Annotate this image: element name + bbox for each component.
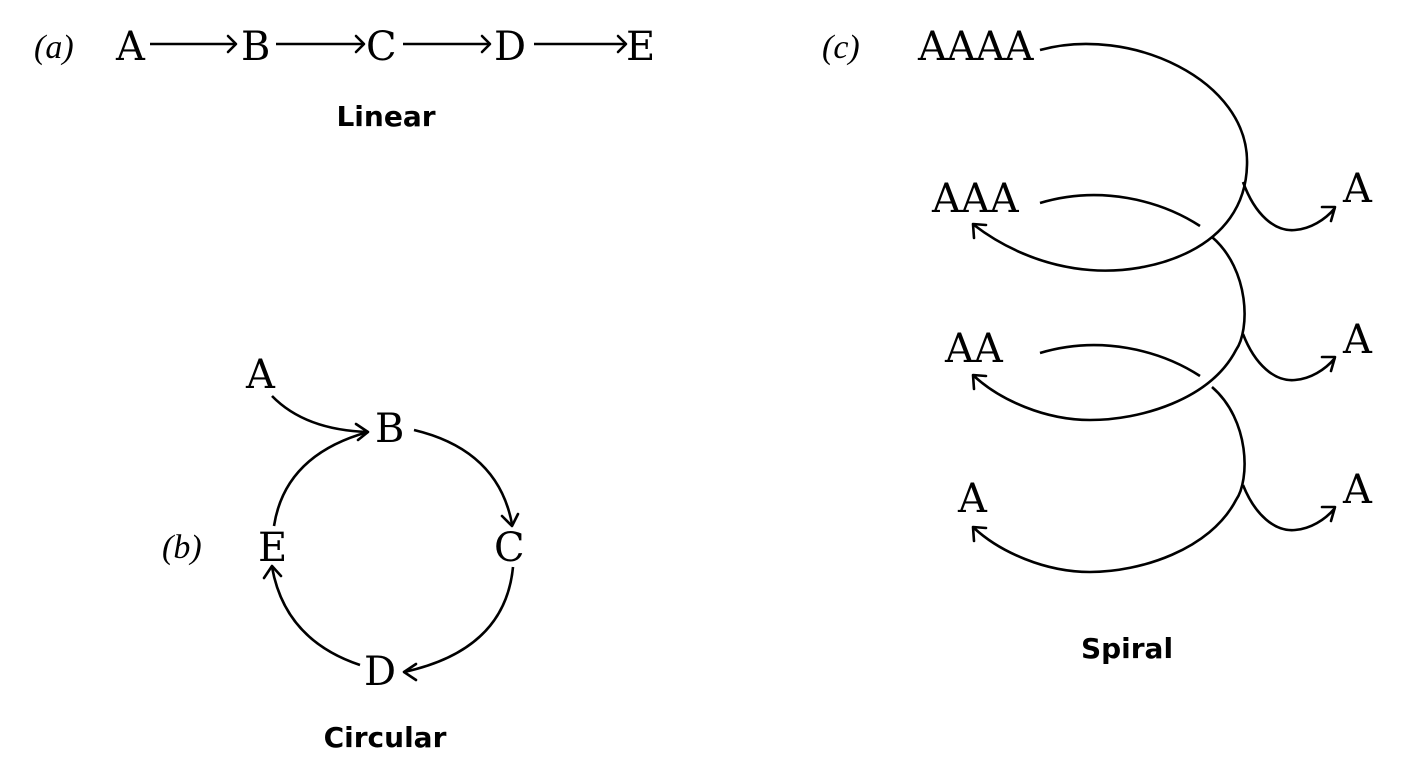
panel-c-spiral: (c) AAAA AAA AA A A A A xyxy=(822,24,1373,665)
circular-arrow-d-e xyxy=(262,564,361,667)
spiral-right-node-1: A xyxy=(1342,166,1373,212)
panel-c-caption: Spiral xyxy=(1081,632,1173,665)
panel-a-linear: (a) A B C D E Linear xyxy=(34,24,655,133)
circular-arrow-b-c xyxy=(413,428,520,528)
spiral-right-node-2: A xyxy=(1342,317,1373,363)
linear-node-a: A xyxy=(115,24,146,70)
circular-node-d: D xyxy=(364,649,396,695)
spiral-loop-3 xyxy=(971,343,1246,574)
linear-arrow-a-b xyxy=(150,34,238,54)
panel-b-circular: (b) A B C D E Circular xyxy=(162,352,525,754)
spiral-loop-1 xyxy=(971,42,1249,272)
spiral-branch-1 xyxy=(1241,181,1337,232)
circular-arrow-e-b xyxy=(272,430,369,527)
linear-arrow-d-e xyxy=(534,34,628,54)
spiral-node-a: A xyxy=(957,476,988,522)
circular-arrow-c-d xyxy=(402,566,515,682)
spiral-right-node-3: A xyxy=(1342,467,1373,513)
linear-arrow-b-c xyxy=(276,34,366,54)
spiral-loop-2 xyxy=(971,193,1246,422)
circular-node-b: B xyxy=(375,406,404,452)
panel-c-label: (c) xyxy=(822,29,860,66)
linear-node-b: B xyxy=(241,24,270,70)
spiral-branch-2 xyxy=(1241,333,1337,382)
panel-b-caption: Circular xyxy=(324,721,447,754)
linear-node-e: E xyxy=(626,24,655,70)
linear-node-c: C xyxy=(366,24,397,70)
circular-node-c: C xyxy=(494,525,525,571)
spiral-node-aaa: AAA xyxy=(931,176,1020,222)
panel-b-label: (b) xyxy=(162,529,202,566)
linear-arrow-c-d xyxy=(403,34,492,54)
circular-node-e: E xyxy=(258,525,287,571)
spiral-node-aa: AA xyxy=(944,326,1004,372)
linear-node-d: D xyxy=(494,24,526,70)
circular-node-a: A xyxy=(245,352,276,398)
panel-a-label: (a) xyxy=(34,29,74,66)
spiral-node-aaaa: AAAA xyxy=(917,24,1035,70)
circular-arrow-a-b xyxy=(271,395,370,442)
spiral-branch-3 xyxy=(1241,484,1337,532)
panel-a-caption: Linear xyxy=(336,100,435,133)
